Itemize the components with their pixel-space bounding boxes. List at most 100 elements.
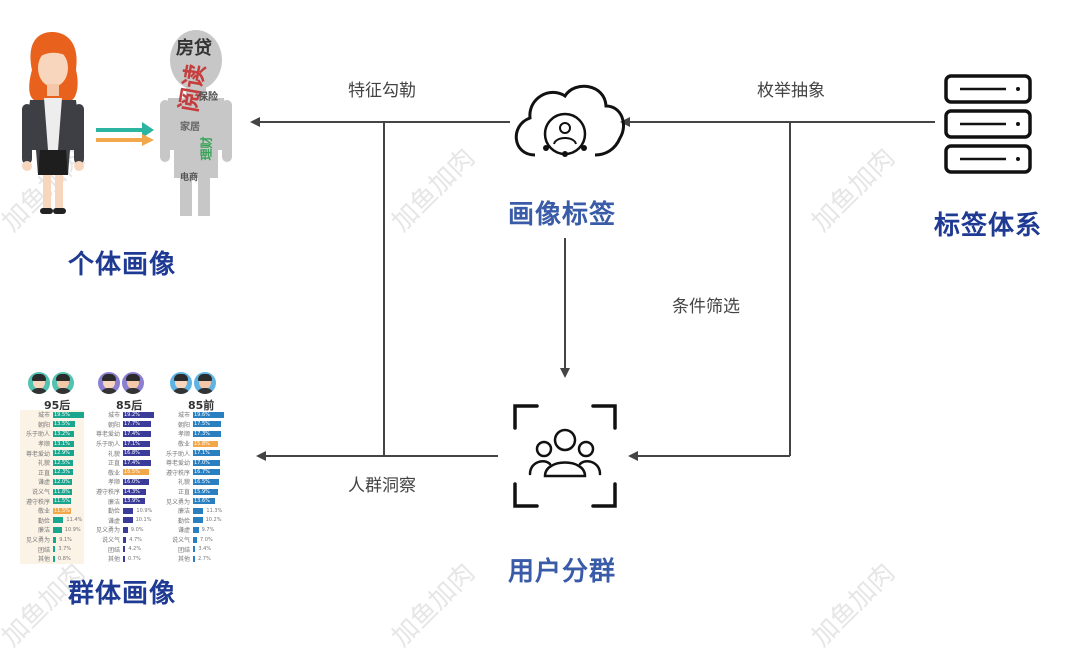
bar: 12.5%: [53, 459, 73, 466]
bar: [53, 546, 56, 553]
bar: [123, 517, 133, 524]
bar-label: 勤俭: [37, 517, 50, 525]
generation-label: 85后: [116, 399, 143, 412]
bar-row: 遵守秩序 14.3%: [90, 487, 154, 497]
wordcloud-word: 保险: [198, 92, 218, 103]
generation-label: 85前: [188, 399, 215, 412]
bar-value: 15.8%: [194, 440, 210, 447]
bar-value: 9.1%: [59, 536, 72, 543]
bar: 13.6%: [193, 498, 215, 505]
bar-label: 团结: [107, 546, 120, 554]
edge-label-filter: 条件筛选: [672, 297, 740, 317]
bar-value: 11.4%: [66, 517, 83, 524]
avatar: [98, 372, 120, 394]
bar-row: 廉洁 11.3%: [160, 506, 224, 516]
bar-value: 17.3%: [194, 430, 210, 437]
bar-label: 遵守秩序: [25, 498, 50, 506]
bar-value: 11.5%: [54, 507, 70, 514]
bar: [193, 507, 204, 514]
bar-label: 尊老爱幼: [95, 431, 120, 439]
bar: [123, 526, 128, 533]
bar: [123, 555, 125, 562]
bar-value: 14.3%: [124, 488, 140, 495]
avatar: [122, 372, 144, 394]
bar-label: 敬业: [37, 508, 50, 516]
edge-label-feature: 特征勾勒: [348, 81, 416, 101]
bar: [193, 517, 203, 524]
bar: 13.5%: [53, 421, 75, 428]
bar-value: 10.1%: [135, 517, 152, 524]
bar-label: 朝阳: [177, 421, 190, 429]
bar: 15.8%: [193, 440, 219, 447]
bar-value: 4.2%: [128, 546, 142, 553]
bar-row: 见义勇为 13.6%: [160, 496, 224, 506]
bar-value: 17.1%: [124, 440, 140, 447]
bar-label: 廉洁: [107, 498, 120, 506]
bar-label: 遵守秩序: [95, 489, 120, 497]
transform-arrow-icon: [96, 122, 154, 146]
bar-label: 团结: [177, 546, 190, 554]
bar-label: 廉洁: [177, 508, 190, 516]
bar-value: 17.7%: [124, 421, 140, 428]
bar-label: 其他: [177, 556, 190, 564]
bar-label: 乐于助人: [165, 450, 190, 458]
bar-value: 16.7%: [194, 469, 210, 476]
bar-label: 遵守秩序: [165, 469, 190, 477]
bar: [123, 507, 134, 514]
bar-value: 16.5%: [194, 478, 210, 485]
bar-value: 12.3%: [54, 469, 70, 476]
bar: 17.4%: [123, 459, 151, 466]
bar-value: 0.7%: [128, 555, 141, 562]
bar-value: 15.9%: [194, 488, 210, 495]
bar-row: 见义勇为 9.1%: [20, 535, 84, 545]
bar-row: 团结 4.2%: [90, 544, 154, 554]
bar-label: 说义气: [31, 489, 50, 497]
bar-row: 乐于助人 17.1%: [90, 439, 154, 449]
bar-value: 13.6%: [194, 498, 210, 505]
bar-value: 11.5%: [54, 498, 70, 505]
bar: 16.5%: [193, 478, 220, 485]
bar-label: 说义气: [101, 537, 120, 545]
bar-label: 见义勇为: [25, 537, 50, 545]
bar-value: 3.4%: [198, 546, 212, 553]
node-user-group-label: 用户分群: [508, 557, 617, 587]
bar: 17.1%: [123, 440, 151, 447]
bar: [193, 555, 195, 562]
bar: [53, 526, 62, 533]
bar-label: 见义勇为: [165, 498, 190, 506]
bar-row: 团结 3.4%: [160, 544, 224, 554]
bar-value: 11.3%: [206, 507, 223, 514]
server-icon: [944, 74, 1032, 174]
bar-value: 12.5%: [54, 459, 70, 466]
bar-value: 9.7%: [201, 526, 215, 533]
bar-row: 勤俭 11.4%: [20, 516, 84, 526]
bar-row: 敬业 11.5%: [20, 506, 84, 516]
node-group-label: 群体画像: [68, 579, 177, 609]
bar-label: 正直: [107, 460, 120, 468]
bar-label: 乐于助人: [95, 441, 120, 449]
bar-label: 尊老爱幼: [165, 460, 190, 468]
bar-value: 13.2%: [54, 430, 70, 437]
bar: 16.7%: [193, 469, 220, 476]
bar-label: 廉洁: [37, 527, 50, 535]
bar-value: 9.0%: [130, 526, 144, 533]
wordcloud-word: 电商: [180, 173, 199, 183]
